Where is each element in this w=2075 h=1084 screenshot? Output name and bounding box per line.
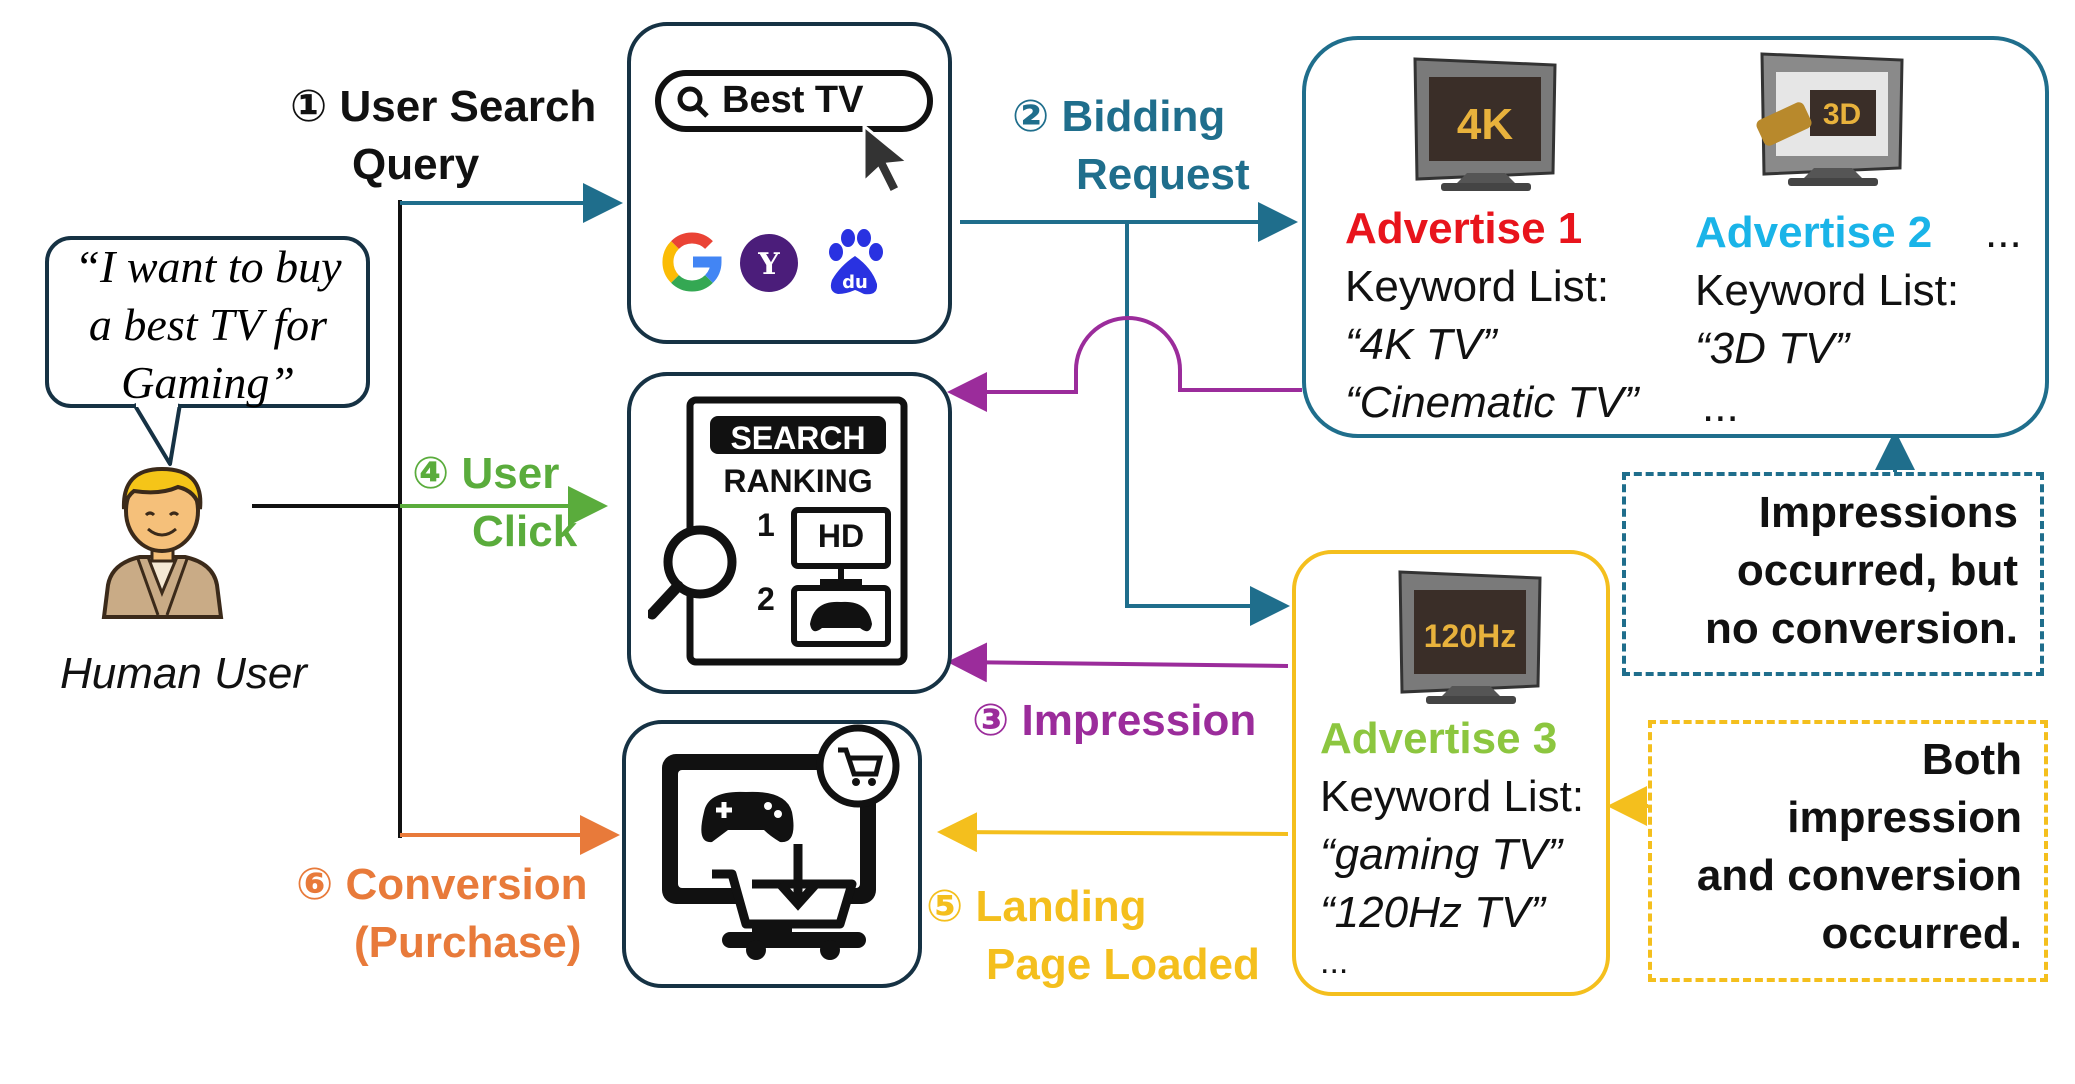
ad2-title: Advertise 2 [1695, 208, 1933, 257]
impression-arrow-top [947, 316, 1302, 412]
tv-3d-screen-text: 3D [1822, 98, 1862, 131]
search-icon [677, 86, 709, 118]
svg-text:du: du [842, 272, 868, 293]
ad1-keyword-label: Keyword List: [1345, 262, 1610, 311]
tv-4k-icon [1413, 57, 1557, 191]
search-query: Best TV [722, 79, 864, 121]
yahoo-icon: Y [740, 234, 798, 292]
cursor-icon [862, 122, 912, 196]
note-impression-and-conversion [1648, 720, 2048, 982]
tv-4k-screen-text: 4K [1456, 100, 1514, 149]
speech-bubble [45, 236, 370, 408]
note-impression-no-conversion [1622, 472, 2044, 676]
tv-3d-icon [1756, 52, 1904, 186]
ad2-keyword-label: Keyword List: [1695, 266, 1960, 315]
ranking-title: SEARCH [730, 420, 866, 456]
user-avatar-icon [101, 466, 224, 619]
speech-text: “I want to buy a best TV for Gaming” [74, 241, 342, 408]
step1-label: ① User Search Query [290, 82, 597, 189]
shopping-monitor-icon [662, 724, 900, 960]
ad2-keyword-more: ... [1702, 382, 1739, 431]
landing-arrow [937, 812, 1289, 853]
note2-text: Both impression and conversion occurred. [1696, 735, 2022, 958]
ad3-keyword-label: Keyword List: [1320, 772, 1585, 821]
step4-label: ④ User Click [412, 449, 578, 556]
ad3-title: Advertise 3 [1320, 714, 1558, 763]
ad3-keyword-more: ... [1320, 943, 1349, 981]
ad2-keyword-1: “3D TV” [1695, 324, 1849, 373]
ad1-title: Advertise 1 [1345, 204, 1583, 253]
rank-1-number: 1 [757, 507, 775, 543]
step6-label: ⑥ Conversion (Purchase) [296, 860, 588, 967]
tv-120hz-screen-text: 120Hz [1423, 618, 1517, 654]
bidding-branch [1125, 222, 1290, 626]
search-bar[interactable] [655, 70, 933, 132]
ad1-keyword-1: “4K TV” [1345, 320, 1497, 369]
rank-2-number: 2 [757, 581, 775, 617]
svg-text:Y: Y [757, 247, 780, 282]
more-ads-ellipsis: ... [1985, 208, 2022, 257]
impression-arrow-bottom [947, 642, 1289, 683]
step2-label: ② Bidding Request [1012, 92, 1250, 199]
step5-label: ⑤ Landing Page Loaded [926, 882, 1260, 989]
rank-1-hd-badge: HD [817, 518, 865, 554]
baidu-icon: du [829, 229, 883, 295]
ranking-subtitle: RANKING [723, 463, 873, 499]
speech-bubble-tail [132, 402, 182, 466]
ad1-keyword-2: “Cinematic TV” [1345, 378, 1639, 427]
search-ranking-icon [648, 396, 908, 666]
ad3-keyword-1: “gaming TV” [1320, 830, 1563, 879]
user-label: Human User [60, 649, 307, 698]
step3-label: ③ Impression [972, 696, 1257, 745]
tv-120hz-icon [1398, 570, 1542, 704]
ad3-keyword-2: “120Hz TV” [1320, 888, 1545, 937]
google-icon [662, 232, 722, 292]
note1-text: Impressions occurred, but no conversion. [1705, 488, 2018, 653]
